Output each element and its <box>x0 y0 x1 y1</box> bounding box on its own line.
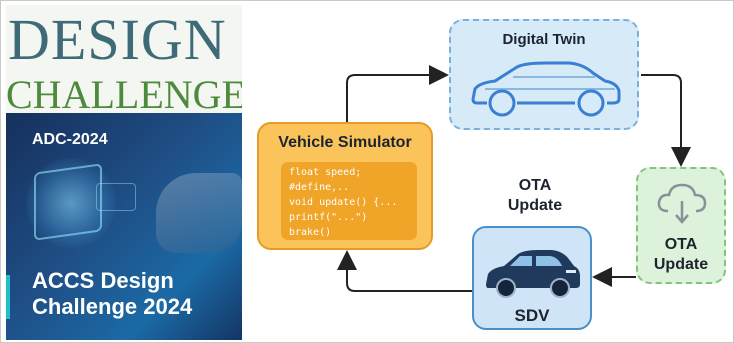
vehicle-simulator-node: Vehicle Simulator float speed; #define,.… <box>257 122 433 250</box>
digital-twin-label: Digital Twin <box>502 31 586 48</box>
flow-arrows <box>337 65 691 292</box>
arrow-sdv-to-simulator <box>337 250 472 292</box>
ota-label-line: OTA <box>518 177 552 194</box>
challenge-word: CHALLENGE <box>6 72 242 117</box>
sdv-label: SDV <box>514 306 550 325</box>
event-code: ADC-2024 <box>32 131 108 148</box>
car-wireframe-icon <box>471 61 621 117</box>
update-label-line: Update <box>653 256 709 273</box>
title-accent-bar <box>6 275 10 319</box>
car-icon <box>486 250 580 298</box>
code-line: void update() {... <box>289 197 398 208</box>
ota-update-node: OTA Update <box>636 167 726 284</box>
design-challenge-banner: DESIGN CHALLENGE ADC-2024 ACCS Design Ch… <box>6 5 242 340</box>
update-label-line: Update <box>507 197 563 214</box>
simulator-code-block: float speed; #define,.. void update() {.… <box>281 162 417 240</box>
digital-twin-node: Digital Twin <box>449 19 639 130</box>
banner-title: ACCS Design Challenge 2024 <box>32 268 193 319</box>
hologram-glow <box>26 158 116 248</box>
code-line: #define,.. <box>289 182 350 193</box>
operator-hand <box>156 173 242 253</box>
banner-photo: ADC-2024 ACCS Design Challenge 2024 <box>6 113 242 340</box>
vehicle-simulator-label: Vehicle Simulator <box>278 134 412 151</box>
ota-update-label-center: OTA Update <box>475 176 595 216</box>
code-line: printf("...") <box>289 212 368 223</box>
design-word: DESIGN <box>8 7 227 72</box>
ota-update-label-right: OTA Update <box>638 235 724 275</box>
hologram-panel <box>34 163 102 241</box>
arrow-simulator-to-twin <box>346 65 449 122</box>
hologram-panel-small <box>96 183 136 211</box>
sdv-node: SDV <box>472 226 592 330</box>
code-line: float speed; <box>289 167 362 178</box>
ota-diagram: Digital Twin Vehicle Simulator float spe… <box>243 1 733 341</box>
code-line: brake() <box>289 227 332 238</box>
banner-header: DESIGN CHALLENGE <box>6 5 242 117</box>
arrow-twin-to-ota <box>641 74 691 167</box>
cloud-download-icon <box>657 183 707 224</box>
ota-label-line: OTA <box>664 236 698 253</box>
